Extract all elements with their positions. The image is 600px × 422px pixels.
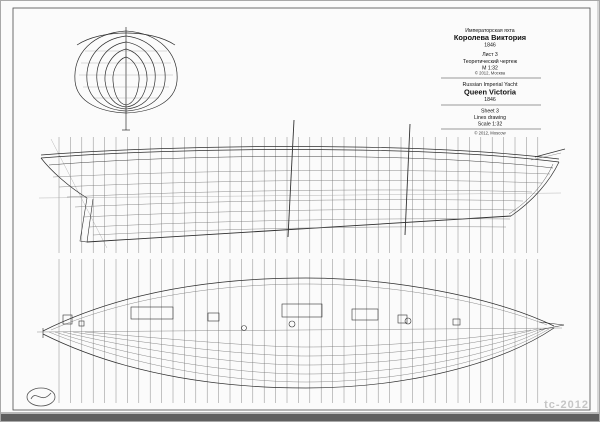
main-mast-line [287, 119, 295, 238]
deck-fittings [62, 303, 461, 331]
profile-station-lines [58, 137, 539, 253]
title-en-year: 1846 [484, 97, 496, 103]
deck-house-fore [351, 308, 379, 321]
publisher-logo-oval [26, 387, 56, 407]
deck-hatch-fore [397, 314, 408, 324]
profile-load-waterline [38, 192, 562, 199]
scan-edge-shadow-light [1, 412, 599, 414]
plan-waterline-curves [48, 328, 550, 383]
sheer-plan-view [38, 119, 566, 253]
body-plan-sections [74, 30, 178, 131]
bowsprit-inner-line [530, 152, 562, 161]
title-ru-sheet: Лист 3 [482, 52, 498, 58]
plan-deck-waterway-line [50, 283, 548, 331]
title-ru-copyright: © 2012, Москва [475, 71, 506, 76]
deck-hatch-aft [62, 314, 73, 325]
plan-station-lines [58, 259, 539, 403]
bowsprit-line [534, 148, 566, 158]
deck-companionway [452, 318, 461, 326]
deck-capstan [241, 325, 247, 331]
plan-hull-outline [42, 277, 565, 389]
title-ru-name: Королева Виктория [454, 33, 526, 42]
profile-waterlines [52, 170, 551, 236]
sheet-frame [12, 7, 591, 411]
scan-edge-right [597, 1, 599, 412]
profile-diagonal-line [50, 138, 108, 249]
title-en-copyright: © 2012, Moscow [474, 131, 506, 136]
scan-edge-shadow [1, 414, 599, 421]
main-mast-position [288, 320, 296, 328]
publisher-logo-mark-icon [30, 392, 52, 400]
publisher-logo [26, 387, 56, 407]
profile-hull-outline [40, 146, 560, 243]
title-en-type: Russian Imperial Yacht [463, 82, 518, 88]
title-en-scale: Scale 1:32 [478, 122, 503, 128]
title-ru-year: 1846 [484, 43, 496, 49]
title-ru-type: Императорская яхта [465, 28, 515, 34]
title-en-drawing: Lines drawing [474, 115, 506, 121]
body-plan-waterlines [79, 50, 173, 99]
title-ru-scale: М 1:32 [482, 66, 498, 72]
watermark-text: tc-2012 [544, 399, 589, 411]
title-ru-drawing: Теоретический чертеж [463, 58, 518, 65]
half-breadth-plan-view [36, 259, 565, 403]
mizzen-mast-position [404, 317, 412, 325]
plan-centerline [36, 327, 563, 333]
deck-house-mid [281, 303, 323, 318]
body-plan-view [74, 27, 178, 131]
title-en-name: Queen Victoria [464, 88, 517, 97]
deck-house-aft [130, 306, 174, 320]
mizzen-mast-line [404, 123, 411, 236]
title-block: Императорская яхта Королева Виктория 184… [441, 28, 541, 136]
deck-fitting-small [78, 320, 85, 327]
deck-skylight [207, 312, 220, 322]
title-en-sheet: Sheet 3 [481, 109, 499, 115]
